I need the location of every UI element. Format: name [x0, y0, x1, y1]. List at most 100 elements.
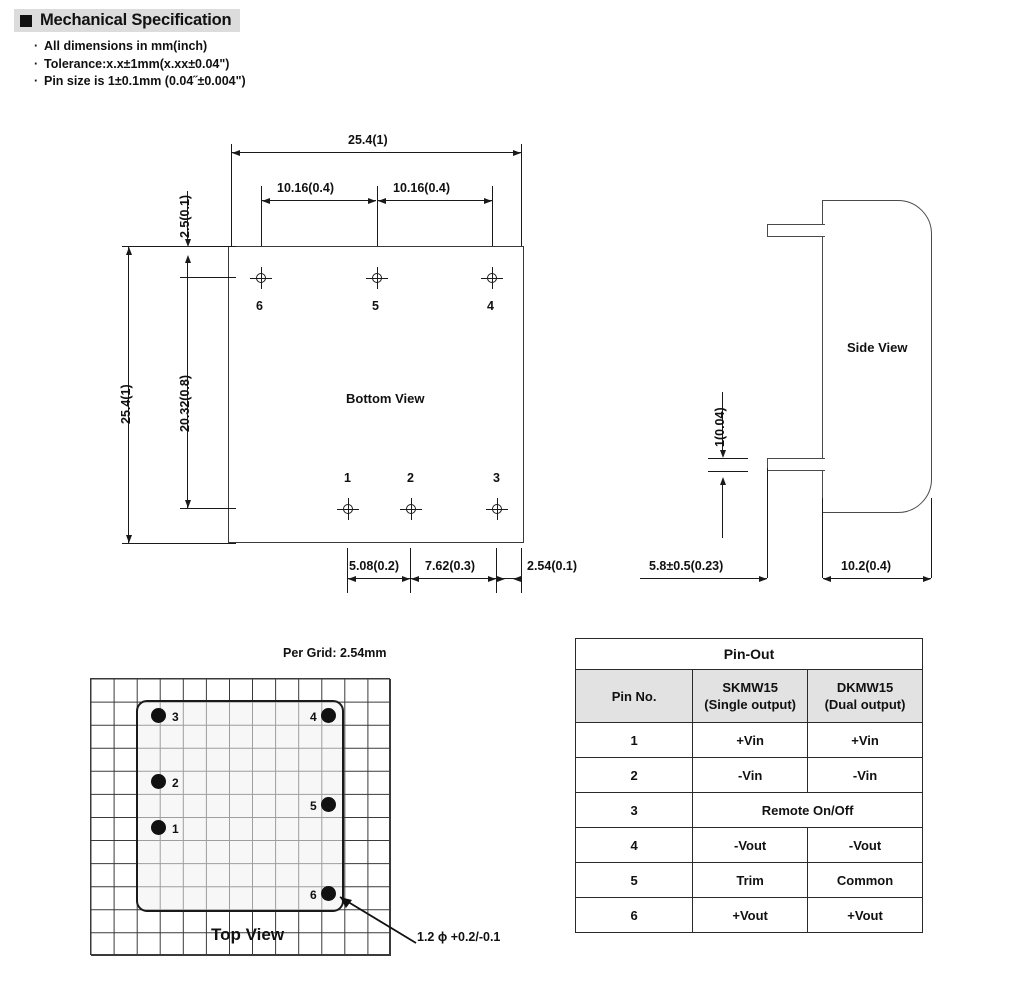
dim-top-offset: 2.5(0.1) — [178, 194, 192, 238]
pin-mark-4 — [481, 267, 503, 289]
arrow-left-icon — [378, 197, 386, 204]
cell-single-output: -Vin — [692, 757, 809, 793]
cell-pin-no: 4 — [574, 827, 694, 863]
arrow-left-icon — [232, 149, 240, 156]
arrow-down-icon — [184, 239, 191, 247]
pinout-col-dual-sub: (Dual output) — [824, 697, 906, 712]
cell-dual-output: +Vout — [807, 897, 923, 933]
arrow-left-icon — [513, 575, 521, 582]
pinout-col-single-main: SKMW15 — [722, 680, 778, 695]
extension-line — [708, 471, 748, 472]
arrow-right-icon — [923, 575, 931, 582]
cell-single-output: -Vout — [692, 827, 809, 863]
side-view-body-outline — [822, 200, 932, 513]
top-view-pin-label-2: 2 — [172, 776, 179, 790]
pinout-col-pin-no: Pin No. — [574, 669, 694, 723]
dim-body-width: 10.2(0.4) — [841, 559, 892, 573]
table-row: 5 Trim Common — [574, 862, 923, 898]
arrow-down-icon — [719, 450, 726, 458]
dimension-line-body-width — [823, 578, 931, 579]
grid-scale-note: Per Grid: 2.54mm — [283, 646, 387, 660]
note-text: Tolerance:x.x±1mm(x.xx±0.04") — [44, 56, 230, 71]
extension-line — [822, 498, 823, 578]
dimension-line-d3 — [497, 578, 521, 579]
top-view-pin-label-5: 5 — [310, 799, 317, 813]
dimension-line-d1 — [348, 578, 410, 579]
pinout-col-dual: DKMW15 (Dual output) — [807, 669, 923, 723]
dim-bottom-d1: 5.08(0.2) — [349, 559, 400, 573]
bullet-icon: · — [34, 39, 39, 53]
pin-mark-5 — [366, 267, 388, 289]
extension-line — [767, 468, 768, 578]
dim-bottom-d3: 2.54(0.1) — [527, 559, 578, 573]
pin-mark-6 — [250, 267, 272, 289]
arrow-right-icon — [368, 197, 376, 204]
extension-line — [521, 144, 522, 246]
arrow-down-icon — [125, 535, 132, 543]
pinout-col-dual-main: DKMW15 — [836, 680, 894, 695]
cell-dual-output: -Vout — [807, 827, 923, 863]
section-header: Mechanical Specification — [14, 9, 241, 32]
pinout-header-row: Pin No. SKMW15 (Single output) DKMW15 (D… — [574, 669, 923, 723]
dimension-line-pin-span — [187, 277, 188, 509]
side-view-lead-lower — [767, 458, 825, 471]
arrow-left-icon — [823, 575, 831, 582]
extension-line — [180, 277, 236, 278]
pin-mark-1 — [337, 498, 359, 520]
bottom-view-body-outline — [228, 246, 524, 543]
cell-single-output: +Vin — [692, 722, 809, 758]
page-title: Mechanical Specification — [40, 11, 232, 29]
note-text: All dimensions in mm(inch) — [44, 39, 208, 53]
extension-line — [122, 543, 236, 544]
cell-pin-no: 5 — [574, 862, 694, 898]
arrow-up-icon — [184, 255, 191, 263]
bullet-icon: · — [34, 74, 39, 88]
cell-dual-output: Common — [807, 862, 923, 898]
top-view-pin-4 — [321, 708, 336, 723]
extension-line — [492, 186, 493, 246]
extension-line — [521, 548, 522, 593]
extension-line — [261, 186, 262, 246]
top-view-pin-label-6: 6 — [310, 888, 317, 902]
pin-number-1: 1 — [344, 471, 351, 485]
side-view-label: Side View — [847, 340, 908, 355]
extension-line — [122, 246, 236, 247]
extension-line — [377, 186, 378, 246]
pinout-col-single: SKMW15 (Single output) — [692, 669, 809, 723]
bullet-icon: · — [34, 56, 39, 71]
dimension-line-top-offset — [187, 258, 188, 278]
arrow-right-icon — [488, 575, 496, 582]
cell-dual-output: +Vin — [807, 722, 923, 758]
pinout-table: Pin-Out Pin No. SKMW15 (Single output) D… — [574, 638, 923, 933]
pin-mark-2 — [400, 498, 422, 520]
dim-bottom-d2: 7.62(0.3) — [425, 559, 476, 573]
bottom-view-label: Bottom View — [346, 391, 425, 406]
dim-pitch-right: 10.16(0.4) — [393, 181, 450, 195]
cell-single-output: Trim — [692, 862, 809, 898]
top-view-pin-3 — [151, 708, 166, 723]
hole-callout-text: 1.2 ϕ +0.2/-0.1 — [417, 930, 501, 944]
pin-number-2: 2 — [407, 471, 414, 485]
table-row: 4 -Vout -Vout — [574, 827, 923, 863]
dim-pin-row-span: 20.32(0.8) — [178, 375, 192, 432]
note-item: · All dimensions in mm(inch) — [34, 38, 246, 56]
top-view-pin-2 — [151, 774, 166, 789]
cell-single-output: +Vout — [692, 897, 809, 933]
filled-square-icon — [20, 14, 32, 27]
dim-pitch-left: 10.16(0.4) — [277, 181, 334, 195]
cell-pin-no: 6 — [574, 897, 694, 933]
cell-merged-output: Remote On/Off — [692, 792, 923, 828]
extension-line — [347, 548, 348, 593]
note-item: · Tolerance:x.x±1mm(x.xx±0.04") — [34, 56, 246, 74]
hole-callout-leader-icon — [339, 896, 417, 944]
table-row: 6 +Vout +Vout — [574, 897, 923, 933]
side-view-lead-upper — [767, 224, 825, 237]
top-view-module-outline — [136, 700, 344, 912]
extension-line — [410, 548, 411, 593]
table-row: 2 -Vin -Vin — [574, 757, 923, 793]
pinout-col-single-sub: (Single output) — [704, 697, 796, 712]
arrow-up-icon — [125, 247, 132, 255]
extension-line — [231, 144, 232, 246]
dim-pin-thickness: 1(0.04) — [713, 407, 727, 447]
